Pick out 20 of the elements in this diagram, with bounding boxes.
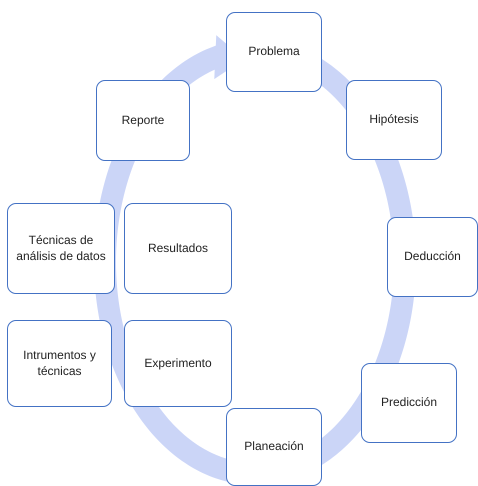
process-box: [124, 320, 232, 407]
box-label: Intrumentos y técnicas: [22, 348, 97, 380]
process-box: [7, 203, 115, 294]
box-label: Problema: [248, 44, 300, 60]
process-box: [387, 217, 478, 297]
box-label: Reporte: [122, 112, 164, 128]
process-box: [96, 80, 190, 161]
box-label: Hipótesis: [369, 112, 419, 128]
process-box: [226, 12, 322, 92]
box-label: Planeación: [244, 439, 304, 455]
box-label: Técnicas de análisis de datos: [15, 232, 107, 264]
box-label: Experimento: [144, 356, 212, 372]
box-label: Deducción: [404, 249, 461, 265]
process-box: [226, 408, 322, 486]
process-box: [124, 203, 232, 294]
box-label: Predicción: [380, 395, 438, 411]
process-box: [361, 363, 457, 443]
box-label: Resultados: [148, 240, 208, 256]
process-box: [7, 320, 112, 407]
process-box: [346, 80, 442, 160]
